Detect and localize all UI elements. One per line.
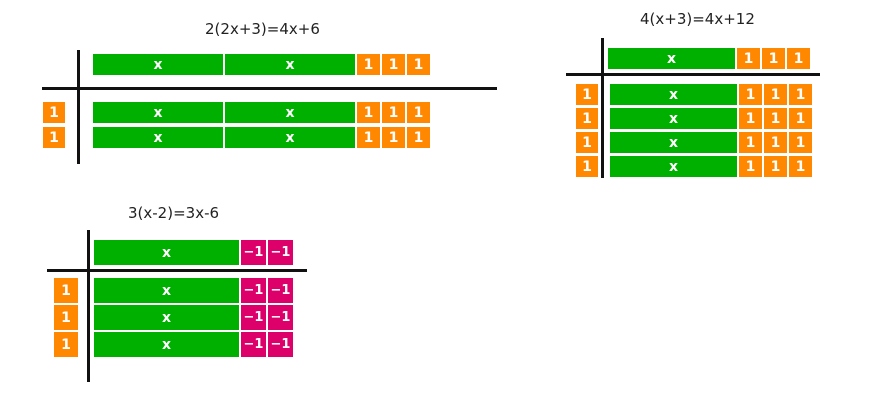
diagram-1-product-one-tile: 1 xyxy=(356,126,381,149)
diagram-3-product-x-tile: x xyxy=(93,304,240,331)
diagram-3-vertical-axis xyxy=(87,230,90,382)
diagram-1-product-x-tile: x xyxy=(92,101,224,124)
diagram-1-product-one-tile: 1 xyxy=(381,126,406,149)
diagram-2-product-one-tile: 1 xyxy=(738,155,763,178)
diagram-2-factor-top-x-tile: x xyxy=(607,47,736,70)
diagram-2-product-one-tile: 1 xyxy=(738,131,763,154)
diagram-1-product-x-tile: x xyxy=(224,101,356,124)
diagram-3-product-neg-one-tile: −1 xyxy=(240,304,267,331)
diagram-1-product-x-tile: x xyxy=(224,126,356,149)
diagram-3-product-x-tile: x xyxy=(93,331,240,358)
diagram-3-product-neg-one-tile: −1 xyxy=(267,331,294,358)
diagram-2-factor-left-one-tile: 1 xyxy=(575,107,599,130)
diagram-2-product-one-tile: 1 xyxy=(738,83,763,106)
diagram-3-factor-top-neg-one-tile: −1 xyxy=(267,239,294,266)
diagram-1-factor-left-one-tile: 1 xyxy=(42,126,66,149)
diagram-1-factor-top-x-tile: x xyxy=(224,53,356,76)
diagram-3-product-neg-one-tile: −1 xyxy=(240,277,267,304)
diagram-2-product-one-tile: 1 xyxy=(738,107,763,130)
diagram-2-factor-top-one-tile: 1 xyxy=(786,47,811,70)
diagram-3-title: 3(x-2)=3x-6 xyxy=(128,204,220,222)
diagram-1-vertical-axis xyxy=(77,50,80,164)
diagram-1-factor-top-one-tile: 1 xyxy=(356,53,381,76)
diagram-2-product-x-tile: x xyxy=(609,155,738,178)
diagram-3-product-x-tile: x xyxy=(93,277,240,304)
diagram-1-product-one-tile: 1 xyxy=(406,126,431,149)
diagram-2-horizontal-axis xyxy=(566,73,820,76)
diagram-3-product-neg-one-tile: −1 xyxy=(267,304,294,331)
diagram-3-product-neg-one-tile: −1 xyxy=(267,277,294,304)
diagram-2-vertical-axis xyxy=(601,38,604,178)
diagram-1-factor-top-one-tile: 1 xyxy=(381,53,406,76)
diagram-2-product-one-tile: 1 xyxy=(763,131,788,154)
diagram-2-product-one-tile: 1 xyxy=(788,155,813,178)
diagram-2-product-one-tile: 1 xyxy=(763,107,788,130)
diagram-3-factor-left-one-tile: 1 xyxy=(53,304,79,331)
diagram-1-product-one-tile: 1 xyxy=(406,101,431,124)
diagram-1-product-one-tile: 1 xyxy=(381,101,406,124)
diagram-1-horizontal-axis xyxy=(42,87,497,90)
diagram-3-factor-top-neg-one-tile: −1 xyxy=(240,239,267,266)
diagram-2-product-one-tile: 1 xyxy=(763,155,788,178)
diagram-3-factor-top-x-tile: x xyxy=(93,239,240,266)
diagram-2-product-one-tile: 1 xyxy=(763,83,788,106)
diagram-2-product-x-tile: x xyxy=(609,131,738,154)
diagram-3-factor-left-one-tile: 1 xyxy=(53,331,79,358)
diagram-2-factor-left-one-tile: 1 xyxy=(575,155,599,178)
diagram-2-product-x-tile: x xyxy=(609,107,738,130)
diagram-2-title: 4(x+3)=4x+12 xyxy=(640,10,755,28)
diagram-2-product-one-tile: 1 xyxy=(788,107,813,130)
diagram-1-product-one-tile: 1 xyxy=(356,101,381,124)
diagram-2-product-one-tile: 1 xyxy=(788,131,813,154)
diagram-2-product-x-tile: x xyxy=(609,83,738,106)
diagram-2-product-one-tile: 1 xyxy=(788,83,813,106)
diagram-1-product-x-tile: x xyxy=(92,126,224,149)
diagram-3-factor-left-one-tile: 1 xyxy=(53,277,79,304)
diagram-2-factor-left-one-tile: 1 xyxy=(575,131,599,154)
diagram-2-factor-top-one-tile: 1 xyxy=(736,47,761,70)
diagram-3-horizontal-axis xyxy=(47,269,307,272)
diagram-2-factor-left-one-tile: 1 xyxy=(575,83,599,106)
diagram-3-product-neg-one-tile: −1 xyxy=(240,331,267,358)
diagram-1-title: 2(2x+3)=4x+6 xyxy=(205,20,320,38)
diagram-2-factor-top-one-tile: 1 xyxy=(761,47,786,70)
diagram-1-factor-top-x-tile: x xyxy=(92,53,224,76)
diagram-1-factor-top-one-tile: 1 xyxy=(406,53,431,76)
diagram-1-factor-left-one-tile: 1 xyxy=(42,101,66,124)
